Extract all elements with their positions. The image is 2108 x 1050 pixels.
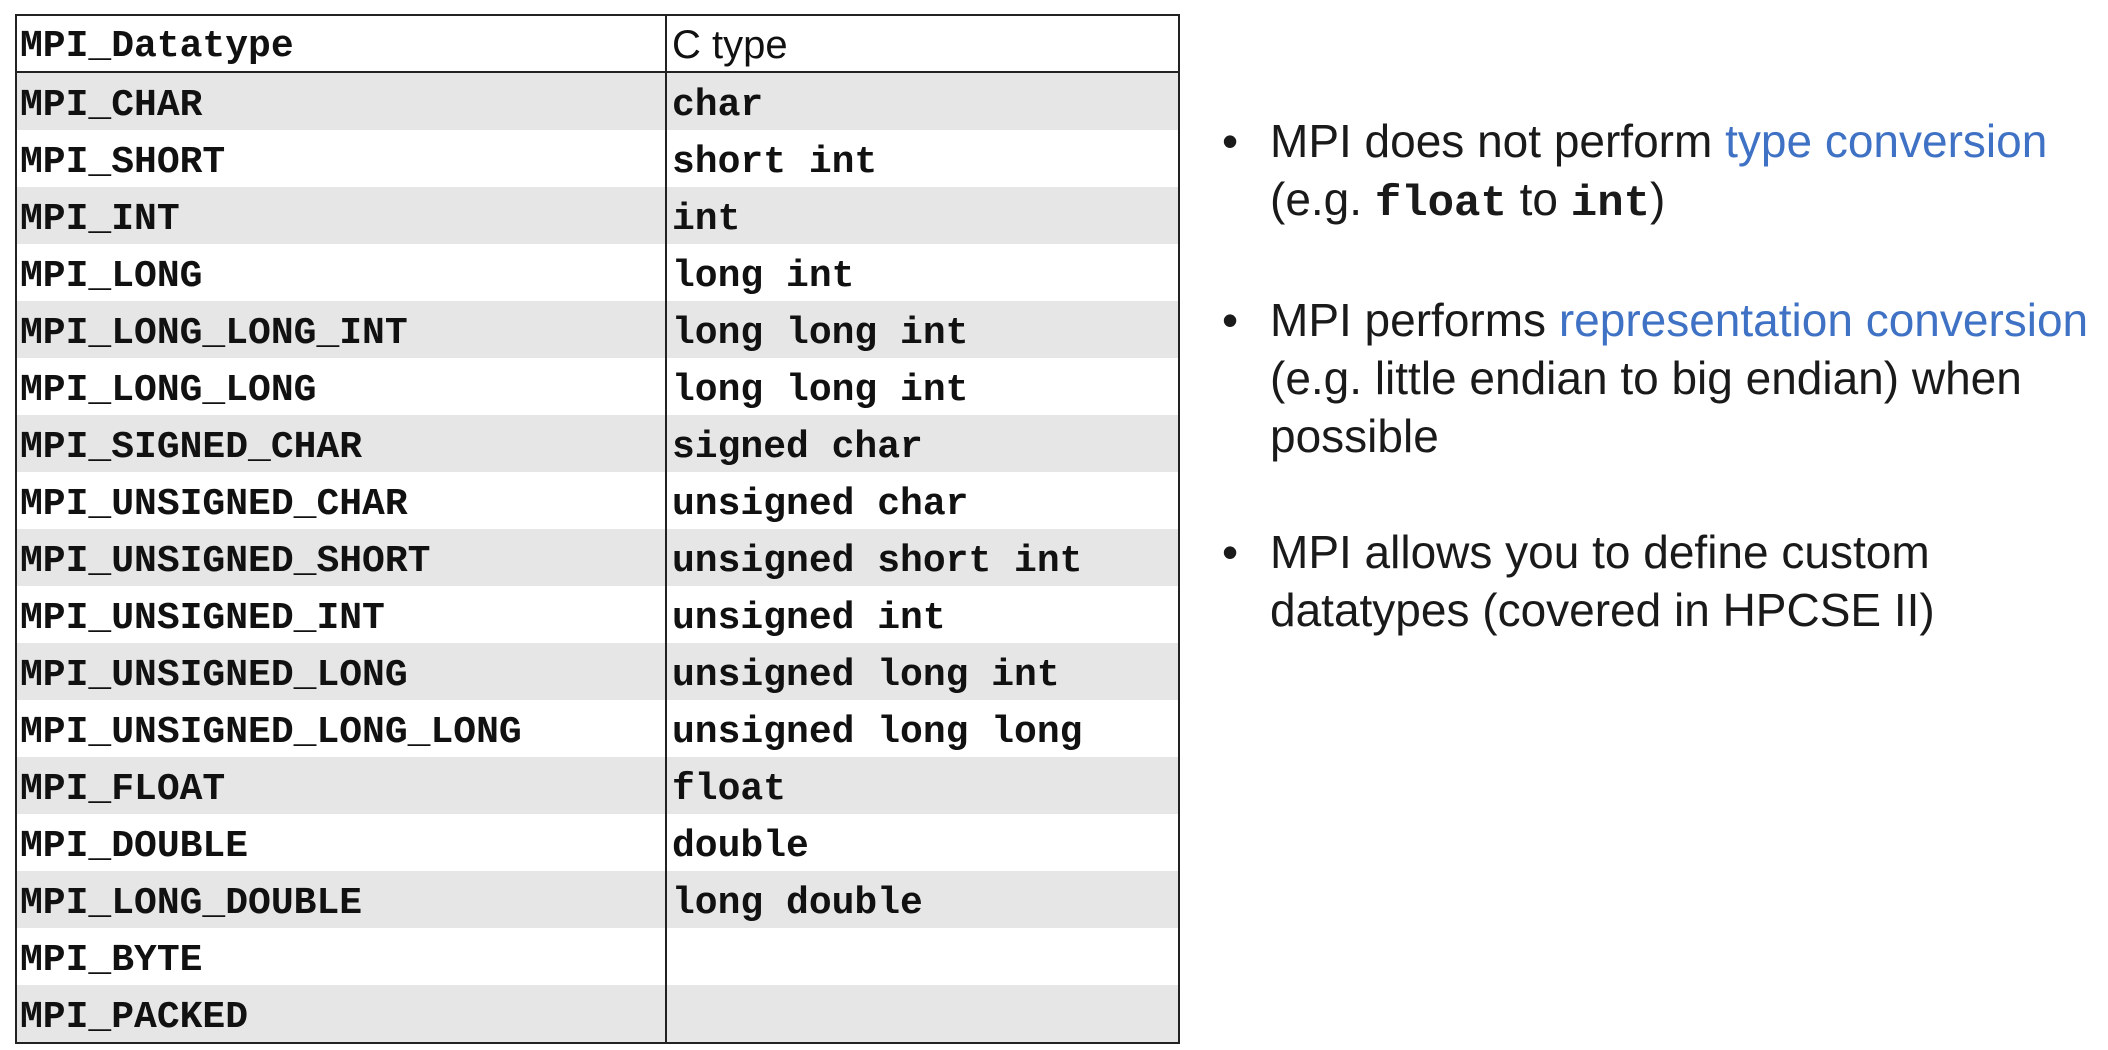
bullet-type-conversion: • MPI does not perform type conversion (… <box>1222 112 2102 233</box>
bullet-2-text: MPI performs <box>1270 294 1559 346</box>
mpi-datatype-cell: MPI_DOUBLE <box>17 814 667 871</box>
mpi-datatype-cell: MPI_BYTE <box>17 928 667 985</box>
c-type-cell: unsigned long long <box>672 711 1083 754</box>
bullet-1-code-float: float <box>1374 179 1507 229</box>
mpi-datatype-cell: MPI_LONG <box>17 244 667 301</box>
header-mpi-datatype: MPI_Datatype <box>17 16 667 71</box>
mpi-datatype-cell: MPI_FLOAT <box>17 757 667 814</box>
bullet-1-paren-open: (e.g. <box>1270 173 1375 225</box>
mpi-datatype-cell: MPI_UNSIGNED_LONG <box>17 643 667 700</box>
mpi-datatype-cell: MPI_SIGNED_CHAR <box>17 415 667 472</box>
bullet-2-rest: (e.g. little endian to big endian) when … <box>1270 352 2022 462</box>
bullet-1-highlight: type conversion <box>1725 115 2048 167</box>
c-type-cell: long double <box>672 882 923 925</box>
c-type-cell <box>667 985 1178 1042</box>
c-type-cell: double <box>672 825 809 868</box>
mpi-datatype-cell: MPI_LONG_DOUBLE <box>17 871 667 928</box>
c-type-cell <box>667 928 1178 985</box>
c-type-cell: unsigned long int <box>672 654 1060 697</box>
mpi-datatype-cell: MPI_UNSIGNED_INT <box>17 586 667 643</box>
mpi-datatype-cell: MPI_LONG_LONG <box>17 358 667 415</box>
c-type-cell: signed char <box>672 426 923 469</box>
bullet-dot: • <box>1222 526 1239 578</box>
mpi-datatype-cell: MPI_SHORT <box>17 130 667 187</box>
c-type-cell: unsigned short int <box>672 540 1083 583</box>
c-type-cell: long long int <box>672 369 969 412</box>
mpi-datatype-cell: MPI_UNSIGNED_LONG_LONG <box>17 700 667 757</box>
table-row: MPI_BYTE <box>17 928 1178 985</box>
c-type-cell: short int <box>672 141 878 184</box>
c-type-cell: float <box>672 768 787 811</box>
mpi-datatype-cell: MPI_LONG_LONG_INT <box>17 301 667 358</box>
mpi-datatype-cell: MPI_UNSIGNED_SHORT <box>17 529 667 586</box>
bullet-1-mid: to <box>1506 173 1571 225</box>
c-type-cell: unsigned int <box>672 597 946 640</box>
c-type-cell: long int <box>672 255 855 298</box>
c-type-cell: unsigned char <box>672 483 969 526</box>
bullet-2-highlight: representation conversion <box>1558 294 2089 346</box>
bullet-1-code-int: int <box>1570 179 1651 229</box>
bullet-custom-datatypes: • MPI allows you to define custom dataty… <box>1222 523 2102 639</box>
mpi-datatype-cell: MPI_UNSIGNED_CHAR <box>17 472 667 529</box>
table-header-row: MPI_Datatype C type <box>17 16 1178 73</box>
c-type-cell: int <box>672 198 741 241</box>
bullet-3-text: MPI allows you to define custom datatype… <box>1270 526 1935 636</box>
bullet-dot: • <box>1222 115 1239 167</box>
table-row: MPI_PACKED <box>17 985 1178 1042</box>
bullet-list: • MPI does not perform type conversion (… <box>1222 112 2102 697</box>
bullet-1-text: MPI does not perform <box>1270 115 1726 167</box>
bullet-representation-conversion: • MPI performs representation conversion… <box>1222 291 2102 465</box>
bullet-1-paren-close: ) <box>1650 173 1666 225</box>
mpi-datatype-cell: MPI_CHAR <box>17 73 667 130</box>
mpi-datatype-cell: MPI_PACKED <box>17 985 667 1042</box>
bullet-dot: • <box>1222 294 1239 346</box>
c-type-cell: char <box>672 84 764 127</box>
header-c-type: C type <box>672 23 788 67</box>
c-type-cell: long long int <box>672 312 969 355</box>
mpi-datatype-cell: MPI_INT <box>17 187 667 244</box>
